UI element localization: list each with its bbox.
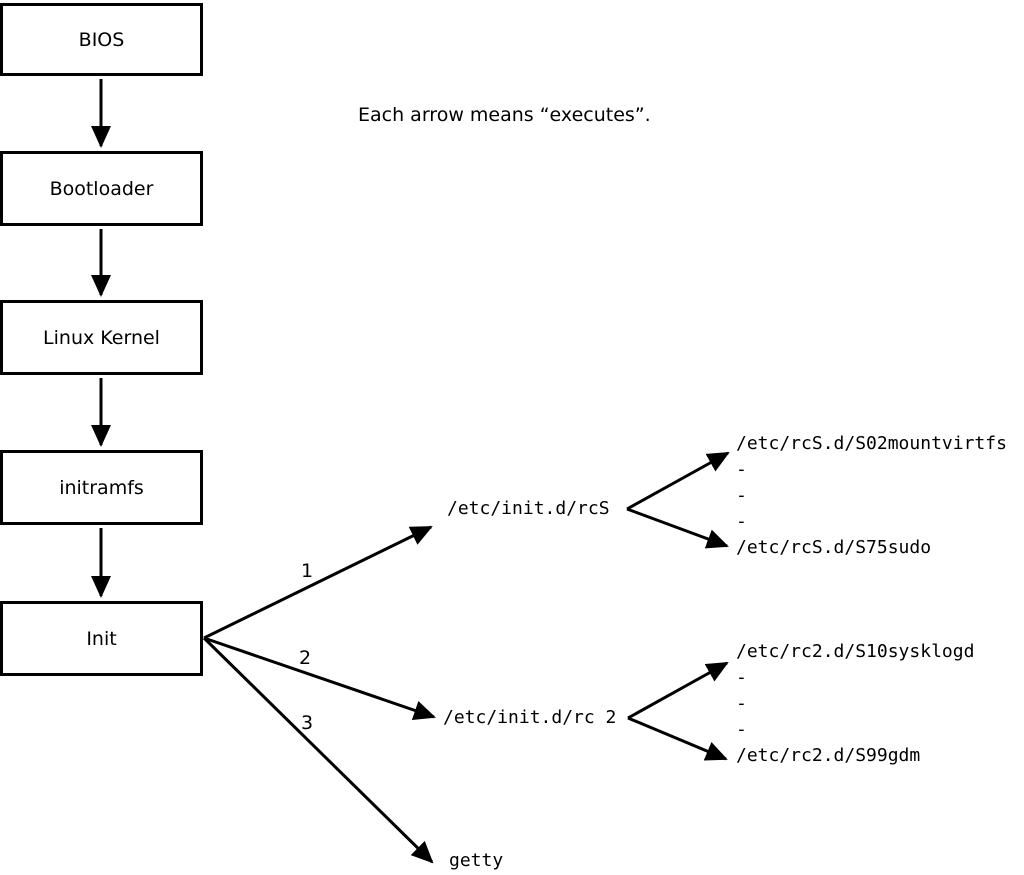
box-bios: BIOS	[0, 3, 203, 76]
rc2-child-s99gdm: /etc/rc2.d/S99gdm	[736, 745, 921, 766]
box-bios-label: BIOS	[78, 28, 125, 51]
arrow-rcs-to-s02mountvirtfs	[626, 451, 730, 511]
rcs-child-dash: -	[736, 511, 747, 532]
arrow-rc2-to-s99gdm	[627, 716, 728, 761]
box-linux-kernel-label: Linux Kernel	[43, 326, 160, 349]
branch-number-3: 3	[301, 712, 314, 734]
box-init: Init	[0, 601, 203, 676]
box-initramfs-label: initramfs	[59, 476, 144, 499]
target-getty: getty	[449, 850, 504, 871]
box-linux-kernel: Linux Kernel	[0, 300, 203, 375]
rc2-child-dash: -	[736, 693, 747, 714]
arrow-rcs-to-s75sudo	[626, 507, 729, 549]
rc2-children-list: /etc/rc2.d/S10sysklogd - - - /etc/rc2.d/…	[736, 639, 974, 769]
target-rcs-script: /etc/init.d/rcS	[447, 498, 610, 519]
rcs-child-s02mountvirtfs: /etc/rcS.d/S02mountvirtfs	[736, 433, 1007, 454]
rcs-child-dash: -	[736, 459, 747, 480]
box-bootloader: Bootloader	[0, 151, 203, 226]
rc2-child-dash: -	[736, 719, 747, 740]
rc2-child-dash: -	[736, 667, 747, 688]
arrow-init-to-rcs	[203, 525, 433, 640]
rcs-child-dash: -	[736, 485, 747, 506]
rc2-child-s10sysklogd: /etc/rc2.d/S10sysklogd	[736, 641, 975, 662]
box-bootloader-label: Bootloader	[49, 177, 154, 200]
branch-number-1: 1	[301, 560, 314, 582]
arrow-init-to-getty	[202, 636, 434, 864]
branch-number-2: 2	[299, 647, 312, 669]
rcs-child-s75sudo: /etc/rcS.d/S75sudo	[736, 537, 932, 558]
rcs-children-list: /etc/rcS.d/S02mountvirtfs - - - /etc/rcS…	[736, 431, 1007, 561]
box-init-label: Init	[86, 627, 117, 650]
arrow-legend-note: Each arrow means “executes”.	[358, 104, 651, 126]
box-initramfs: initramfs	[0, 450, 203, 525]
target-rc2-script: /etc/init.d/rc 2	[443, 707, 617, 728]
arrow-rc2-to-s10sysklogd	[627, 661, 729, 720]
arrow-init-to-rc2	[203, 636, 436, 720]
